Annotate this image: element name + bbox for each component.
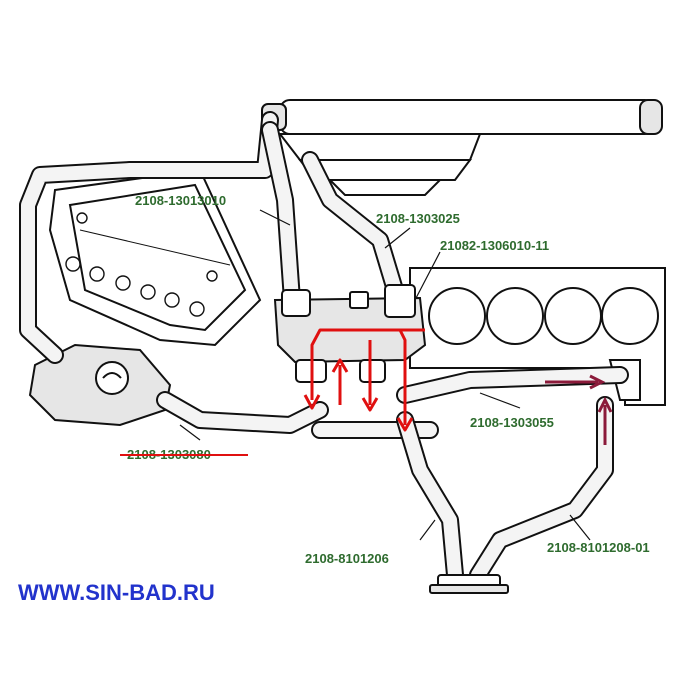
label-heater-hose-2: 2108-8101208-01: [547, 540, 650, 555]
website-link[interactable]: WWW.SIN-BAD.RU: [18, 580, 215, 605]
coolant-flow-arrow-icon: [303, 328, 425, 432]
label-thermostat: 21082-1306010-11: [440, 238, 549, 253]
leader-lines: [179, 209, 591, 541]
expansion-tank: [28, 168, 262, 427]
label-heater-hose-1: 2108-8101206: [305, 551, 389, 566]
label-hose-tank-group: 2108-1303080: [120, 447, 248, 462]
label-hose-return: 2108-1303055: [470, 415, 554, 430]
return-flow-arrow-icon: [545, 374, 613, 445]
engine-block: [409, 267, 666, 406]
battery-warning-icon: [79, 229, 231, 266]
warning-symbols: [65, 212, 218, 317]
label-hose-upper-left: 2108-13013010: [135, 193, 226, 208]
hoses: [19, 111, 629, 594]
label-hose-upper-mid: 2108-1303025: [376, 211, 460, 226]
